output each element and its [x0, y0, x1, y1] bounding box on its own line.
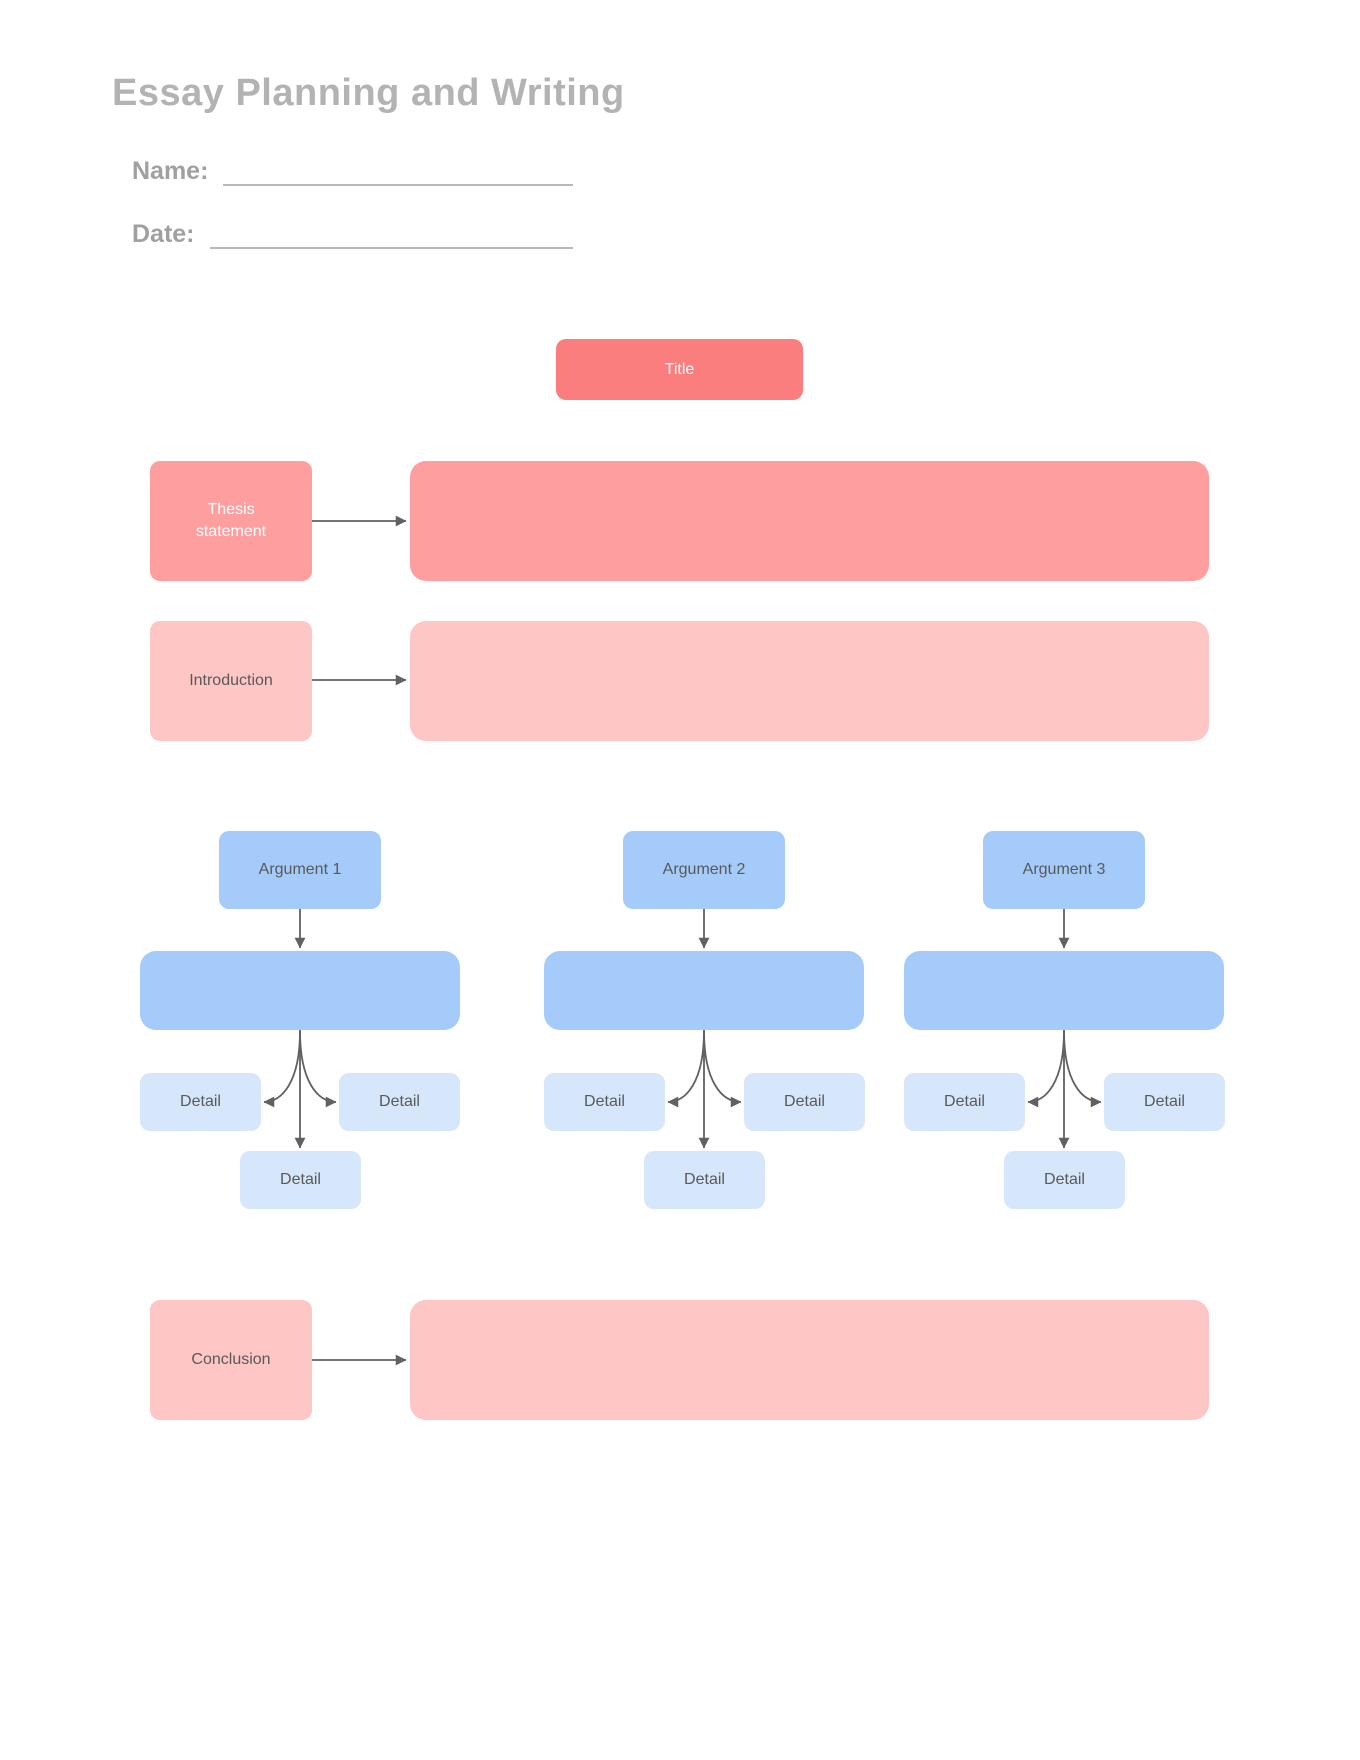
page-title: Essay Planning and Writing — [112, 72, 625, 114]
argument-1-detail-bottom[interactable]: Detail — [240, 1151, 361, 1209]
thesis-label-box: Thesis statement — [150, 461, 312, 581]
thesis-content-box[interactable] — [410, 461, 1209, 581]
essay-title-box: Title — [556, 339, 803, 400]
argument-3-detail-right[interactable]: Detail — [1104, 1073, 1225, 1131]
argument-1-detail-right[interactable]: Detail — [339, 1073, 460, 1131]
argument-2-content-box[interactable] — [544, 951, 864, 1030]
argument-2-detail-left[interactable]: Detail — [544, 1073, 665, 1131]
conclusion-label-box: Conclusion — [150, 1300, 312, 1420]
date-line[interactable] — [210, 247, 573, 249]
name-line[interactable] — [223, 184, 573, 186]
introduction-content-box[interactable] — [410, 621, 1209, 741]
argument-2-label-box: Argument 2 — [623, 831, 785, 909]
arrow-detail-3-left — [1027, 1030, 1065, 1108]
argument-1-detail-left[interactable]: Detail — [140, 1073, 261, 1131]
argument-3-content-box[interactable] — [904, 951, 1224, 1030]
argument-3-label-box: Argument 3 — [983, 831, 1145, 909]
argument-1-label-box: Argument 1 — [219, 831, 381, 909]
argument-3-detail-bottom[interactable]: Detail — [1004, 1151, 1125, 1209]
arrow-detail-3-right — [1063, 1030, 1102, 1108]
argument-2-detail-right[interactable]: Detail — [744, 1073, 865, 1131]
conclusion-content-box[interactable] — [410, 1300, 1209, 1420]
arrow-detail-1-right — [299, 1030, 337, 1108]
name-label: Name: — [132, 157, 209, 185]
introduction-label-box: Introduction — [150, 621, 312, 741]
arrow-detail-1-left — [263, 1030, 301, 1108]
date-label: Date: — [132, 220, 195, 248]
argument-1-content-box[interactable] — [140, 951, 460, 1030]
arrow-detail-2-right — [703, 1030, 742, 1108]
arrow-detail-2-left — [667, 1030, 705, 1108]
argument-3-detail-left[interactable]: Detail — [904, 1073, 1025, 1131]
argument-2-detail-bottom[interactable]: Detail — [644, 1151, 765, 1209]
